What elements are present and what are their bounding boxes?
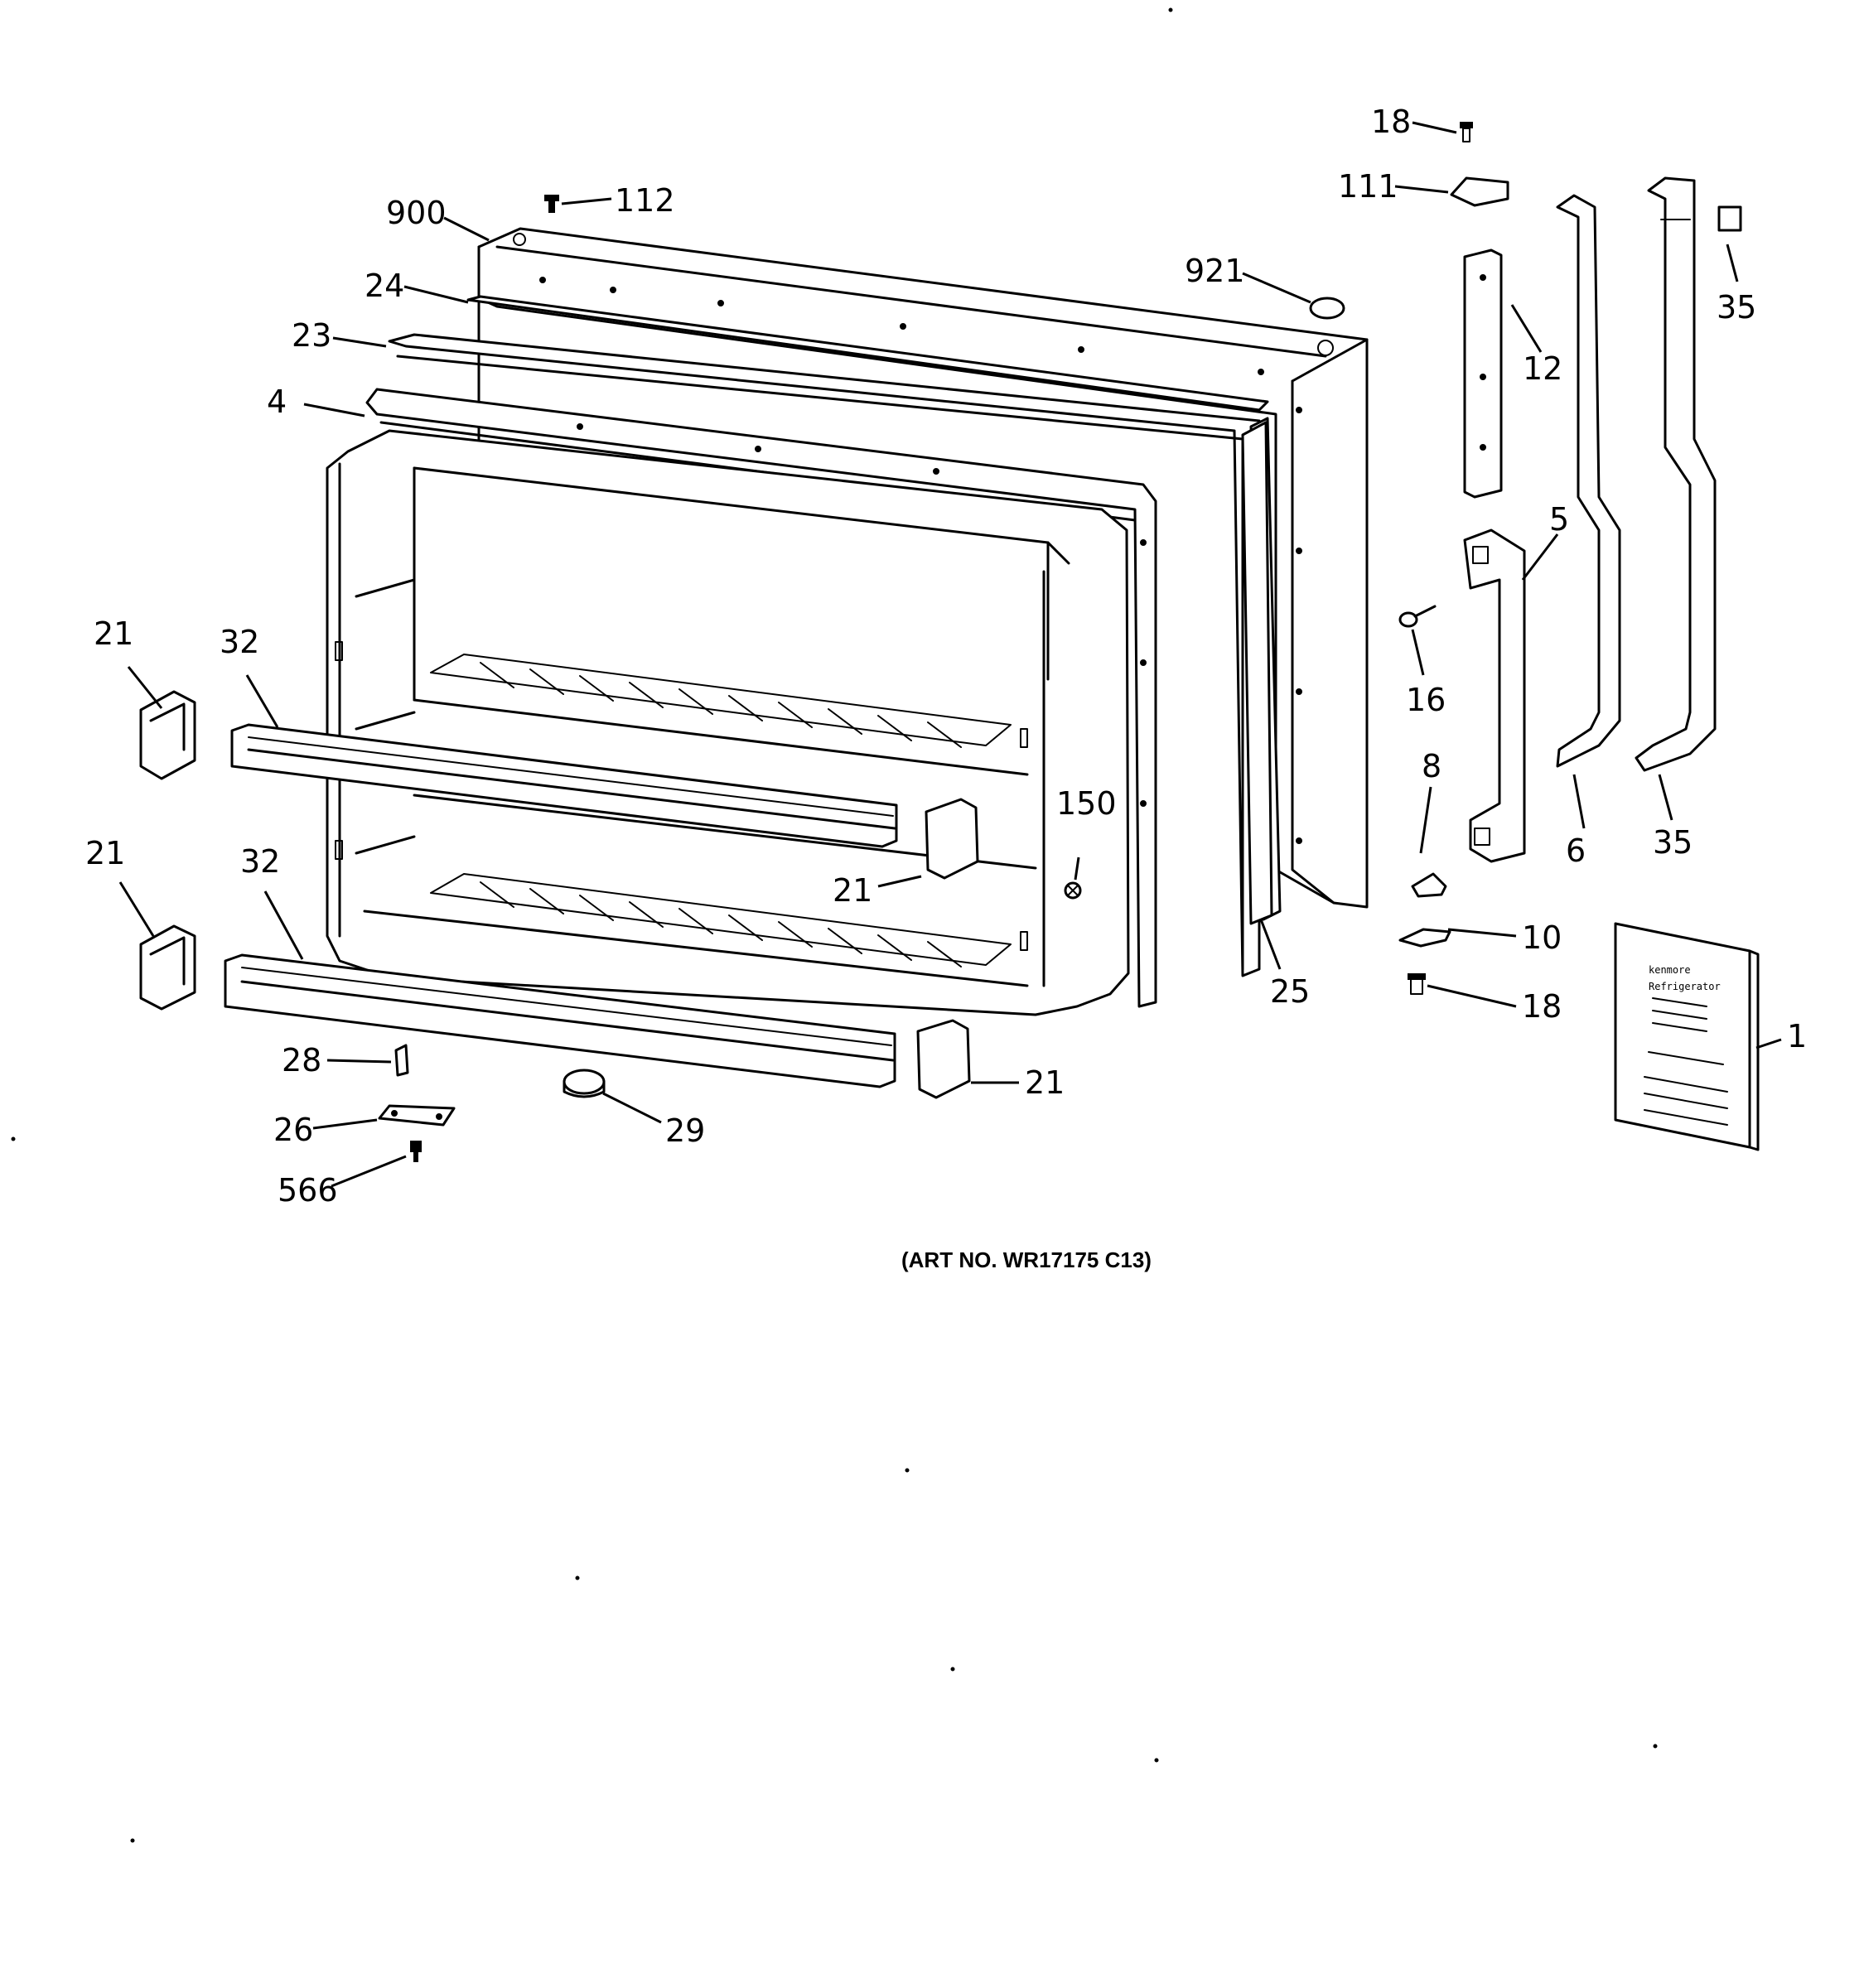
screw-150 <box>1064 881 1082 900</box>
callout-10: 10 <box>1522 919 1562 956</box>
callout-18-top: 18 <box>1371 104 1411 140</box>
clip-8 <box>1411 872 1447 898</box>
screw-18-top <box>1460 122 1473 142</box>
callout-21-left-lower: 21 <box>85 835 125 871</box>
strap-6 <box>1556 194 1621 768</box>
owners-manual: kenmore Refrigerator <box>1614 922 1760 1151</box>
plate-10 <box>1398 928 1451 948</box>
callout-150: 150 <box>1056 785 1117 822</box>
end-cap-center-lower <box>916 1019 971 1099</box>
manual-brand: kenmore <box>1649 964 1691 976</box>
callout-16: 16 <box>1406 682 1446 718</box>
callout-18-bottom: 18 <box>1522 988 1562 1025</box>
screw-16 <box>1398 605 1437 628</box>
callout-35-bottom: 35 <box>1653 824 1693 861</box>
callout-21-center-upper: 21 <box>833 872 872 909</box>
shelf-bar-upper <box>230 723 898 848</box>
scan-specks <box>11 7 1658 1843</box>
callout-labels: 18 111 900 112 921 24 23 4 12 35 5 16 8 … <box>85 104 1807 1209</box>
end-cap-left-lower <box>139 924 196 1011</box>
pad-35 <box>1717 205 1742 232</box>
callout-12: 12 <box>1523 350 1562 387</box>
plate-26 <box>378 1104 456 1127</box>
door-liner <box>326 429 1130 1016</box>
end-cap-center-upper <box>925 798 979 880</box>
screw-112 <box>544 195 559 213</box>
plug-921 <box>1309 297 1345 320</box>
hinge-cover-111 <box>1450 176 1509 207</box>
callout-112: 112 <box>615 182 675 219</box>
bracket-12 <box>1463 248 1503 499</box>
shelf-bar-lower <box>224 953 896 1088</box>
callout-25: 25 <box>1270 973 1310 1010</box>
callout-23: 23 <box>292 317 331 354</box>
stud-28 <box>394 1044 409 1077</box>
callout-921: 921 <box>1185 253 1245 289</box>
callout-6: 6 <box>1566 832 1586 869</box>
callout-29: 29 <box>665 1112 705 1149</box>
callout-4: 4 <box>267 384 287 420</box>
end-cap-left-upper <box>139 690 196 780</box>
screw-18-bottom <box>1408 973 1426 995</box>
callout-32-lower: 32 <box>240 843 280 880</box>
shelf-ribs-upper <box>430 654 1012 748</box>
callout-21-left-upper: 21 <box>94 615 133 652</box>
callout-28: 28 <box>282 1042 321 1078</box>
callout-5: 5 <box>1549 501 1569 538</box>
callout-1: 1 <box>1787 1018 1807 1054</box>
callout-900: 900 <box>386 195 447 231</box>
callout-24: 24 <box>365 268 404 304</box>
callout-35-top: 35 <box>1717 289 1756 326</box>
callout-26: 26 <box>273 1112 313 1148</box>
callout-111: 111 <box>1338 168 1398 205</box>
callout-21-center-lower: 21 <box>1025 1064 1065 1101</box>
callout-566: 566 <box>278 1172 338 1209</box>
callout-32-upper: 32 <box>220 624 259 660</box>
plug-29 <box>563 1069 606 1098</box>
callout-8: 8 <box>1422 748 1441 784</box>
handle-25 <box>1241 421 1273 925</box>
manual-subtitle: Refrigerator <box>1649 981 1721 992</box>
leader-lines <box>118 121 1782 1188</box>
shelf-ribs-lower <box>430 873 1012 967</box>
screw-566 <box>410 1141 422 1162</box>
art-number-caption: (ART NO. WR17175 C13) <box>901 1247 1152 1272</box>
hinge-5 <box>1463 528 1526 863</box>
strap-35 <box>1635 176 1717 772</box>
